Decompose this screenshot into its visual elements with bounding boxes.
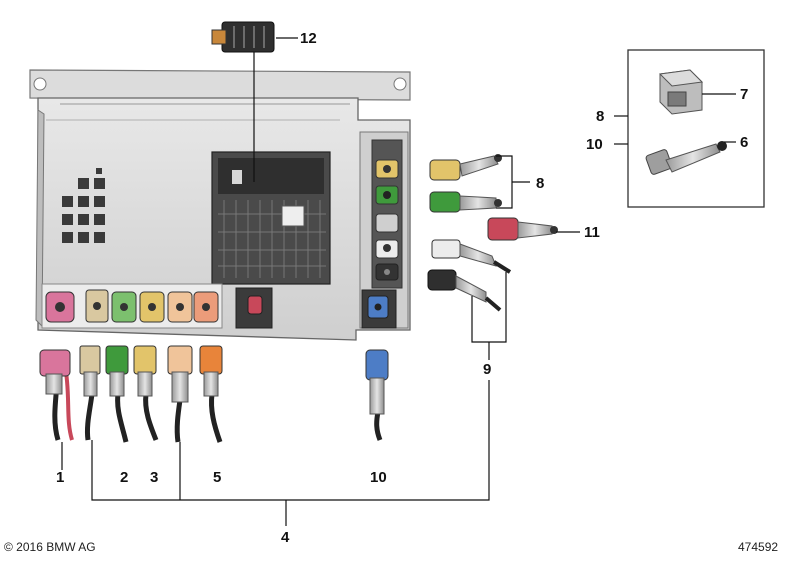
part-5-connector [199,345,223,443]
part-11-connector [487,217,558,241]
part-8-connector-green [429,191,502,213]
part-12-plug [211,21,275,53]
callout-2: 2 [120,469,129,486]
part-9-connector-white [431,239,512,274]
housing-socket-pink [45,291,75,323]
part-1-connector [39,349,74,441]
callout-3: 3 [150,469,159,486]
leader-lines [91,37,736,526]
inset-box [627,49,765,208]
part-6-angle-connector [645,141,727,175]
copyright-text: © 2016 BMW AG [4,540,96,554]
housing-socket-beige [85,289,109,323]
callout-8-inset: 8 [596,108,605,125]
part-2-connector [105,345,129,443]
callout-1: 1 [56,469,65,486]
housing-socket-yellow [139,291,165,323]
housing-socket-salmon [193,291,219,323]
callout-6: 6 [740,134,749,151]
vent-grid [62,168,105,243]
part-4-connector-a [79,345,101,441]
part-7-cap [658,69,704,115]
housing-socket-green [111,291,137,323]
callout-9: 9 [483,361,492,378]
callout-4: 4 [281,529,290,546]
part-9-connector-black [427,269,502,312]
callout-7: 7 [740,86,749,103]
callout-8-main: 8 [536,175,545,192]
part-10-connector-bottom [365,349,389,441]
housing-socket-peach [167,291,193,323]
diagram-number: 474592 [738,540,779,554]
callout-11: 11 [584,224,600,241]
callout-10-inset: 10 [586,136,603,153]
part-4-connector-b [167,345,193,443]
part-3-connector [133,345,159,441]
callout-5: 5 [213,469,222,486]
callout-12: 12 [300,30,317,47]
callout-10-main: 10 [370,469,387,486]
head-unit [29,69,411,341]
part-8-connector-yellow [429,154,502,181]
